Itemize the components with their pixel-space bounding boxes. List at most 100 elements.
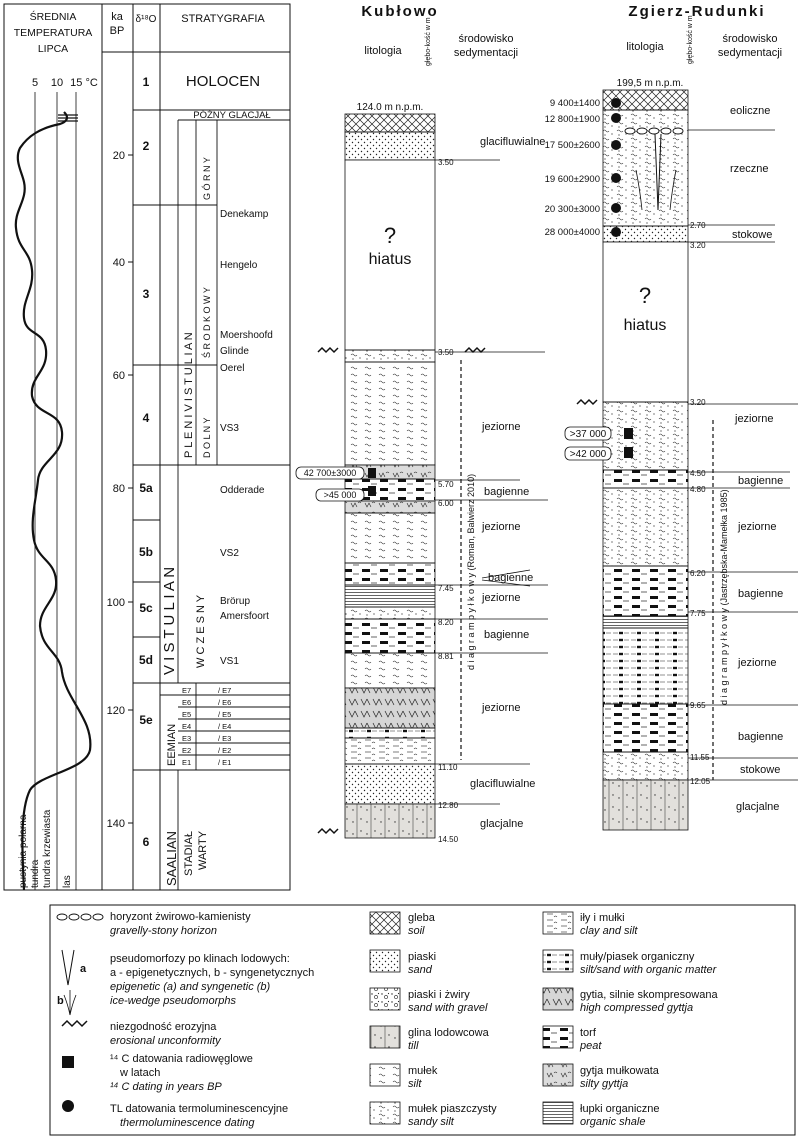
strat-structure: [160, 119, 290, 890]
legend-pl: TL datowania termoluminescencyjne: [110, 1103, 288, 1115]
environment-label: glacjalne: [736, 801, 779, 813]
mis-label: 5a: [139, 481, 153, 495]
depth-label: 4.50: [690, 469, 706, 478]
date-callout: [564, 446, 612, 461]
unit-label: Oerel: [220, 363, 244, 374]
temperature-curve: [14, 111, 92, 891]
gravel-horizon: [624, 127, 684, 135]
date-callout: [564, 426, 612, 441]
legend-pl: mułek piaszczysty: [408, 1103, 497, 1115]
gyttja-swatch: [542, 987, 574, 1011]
tl-date: 9 400±1400: [550, 98, 600, 109]
lithology-header: litologia: [364, 45, 402, 57]
shale-swatch: [542, 1101, 574, 1125]
temp-tick-15: 15 °C: [70, 77, 98, 89]
legend-pl: gleba: [408, 912, 436, 924]
oxygen-header: δ¹⁸O: [136, 14, 157, 25]
legend-pl: niezgodność erozyjna: [110, 1021, 217, 1033]
temp-header-1: ŚREDNIA: [30, 10, 77, 23]
peat-swatch: [542, 1025, 574, 1049]
ka-tick: 40: [113, 257, 125, 269]
mis-boundaries: [133, 109, 290, 771]
eemian-zone: E2: [182, 746, 191, 755]
legend-en: thermoluminescence dating: [120, 1117, 255, 1129]
unconformity-icon: [464, 346, 486, 354]
layer-hiatus: [344, 159, 436, 351]
date-callout: [315, 488, 365, 502]
temp-tick-5: 5: [32, 77, 38, 89]
ice-wedge-icon: [654, 133, 662, 211]
ka-axis: 20 40 60 80 100 120 140: [107, 150, 133, 830]
stadial-label: STADIAŁ: [183, 831, 195, 876]
env-header-1: środowisko: [458, 33, 513, 45]
tl-dot-icon: [611, 98, 621, 108]
legend-en: sand: [408, 964, 433, 976]
c14-date: 42 700±3000: [304, 468, 357, 478]
unconformity-icon: [317, 346, 339, 354]
mis-label: 5c: [139, 601, 153, 615]
unit-label: VS2: [220, 548, 239, 559]
c14-date: >45 000: [324, 490, 357, 500]
depth-label: 14.50: [438, 835, 459, 844]
ka-tick: 140: [107, 818, 125, 830]
mis-label: 5b: [139, 545, 153, 559]
silty-gyttja-swatch: [542, 1063, 574, 1087]
environment-label: bagienne: [738, 588, 783, 600]
environment-label: jeziorne: [481, 421, 521, 433]
holocene-label: HOLOCEN: [186, 73, 260, 90]
layer-till: [344, 803, 436, 839]
mis-label: 3: [143, 287, 150, 301]
layer-peat: [602, 565, 689, 617]
depth-label: 12.05: [690, 777, 711, 786]
zgierz-depths: 2.70 3.20 3.20 4.50 4.80 6.20 7.75 9.65 …: [690, 221, 711, 786]
legend-en: organic shale: [580, 1116, 645, 1128]
kublowo-title: Kubłowo: [361, 3, 438, 20]
legend-pl: piaski: [408, 951, 436, 963]
zgierz-column: [602, 89, 689, 831]
environment-label: jeziorne: [481, 592, 521, 604]
layer-organic-silt: [344, 727, 436, 739]
hiatus-question: ?: [384, 223, 396, 248]
legend-pl: pseudomorfozy po klinach lodowych:: [110, 953, 290, 965]
kublowo-elevation: 124.0 m n.p.m.: [357, 102, 424, 113]
depth-label: 2.70: [690, 221, 706, 230]
ka-tick: 60: [113, 370, 125, 382]
unit-label: Odderade: [220, 485, 265, 496]
environment-label: glacjalne: [480, 818, 523, 830]
legend-en: till: [408, 1040, 419, 1052]
early-vistulian-label: W C Z E S N Y: [195, 594, 207, 668]
depth-label: 3.50: [438, 348, 454, 357]
layer-sandy-silt: [602, 401, 689, 471]
legend-pl: muły/piasek organiczny: [580, 951, 695, 963]
pollen-diagram-label: d i a g r a m p y ł k o w y (Roman, Balw…: [466, 474, 476, 670]
kublowo-section: Kubłowo litologia głębo-kość w m środowi…: [295, 3, 548, 844]
legend-pl: piaski i żwiry: [408, 989, 470, 1001]
depth-label: 7.75: [690, 609, 706, 618]
legend-b: b: [57, 995, 64, 1007]
eemian-zone: E7: [182, 686, 191, 695]
tl-date: 17 500±2600: [545, 140, 600, 151]
legend-a: a: [80, 963, 87, 975]
unit-label: Amersfoort: [220, 611, 269, 622]
legend-frame: [49, 904, 796, 1136]
tl-date: 19 600±2900: [545, 174, 600, 185]
layer-shale: [602, 615, 689, 629]
depth-label: 11.10: [438, 763, 458, 772]
eemian-zones: E7 E6 E5 E4 E3 E2 E1 / E7 / E6 / E5 / E4…: [182, 686, 231, 767]
environment-label: rzeczne: [730, 163, 769, 175]
layer-sand: [344, 763, 436, 805]
veg-forest: las: [62, 875, 73, 888]
temp-tick-10: 10: [51, 77, 63, 89]
environment-label: stokowe: [732, 229, 772, 241]
layer-till: [602, 779, 689, 831]
unconformity-icon: [576, 398, 598, 406]
environment-label: eoliczne: [730, 105, 770, 117]
zgierz-section: Zgierz-Rudunki litologia głębo-kość w m …: [545, 3, 798, 831]
environment-label: jeziorne: [481, 521, 521, 533]
legend-pl: gytja mułkowata: [580, 1065, 660, 1077]
legend-en: ice-wedge pseudomorphs: [110, 995, 236, 1007]
veg-tundra: tundra: [30, 859, 41, 888]
depth-label: 8.81: [438, 652, 454, 661]
c14-square-icon: [368, 468, 376, 478]
till-swatch: [369, 1025, 401, 1049]
